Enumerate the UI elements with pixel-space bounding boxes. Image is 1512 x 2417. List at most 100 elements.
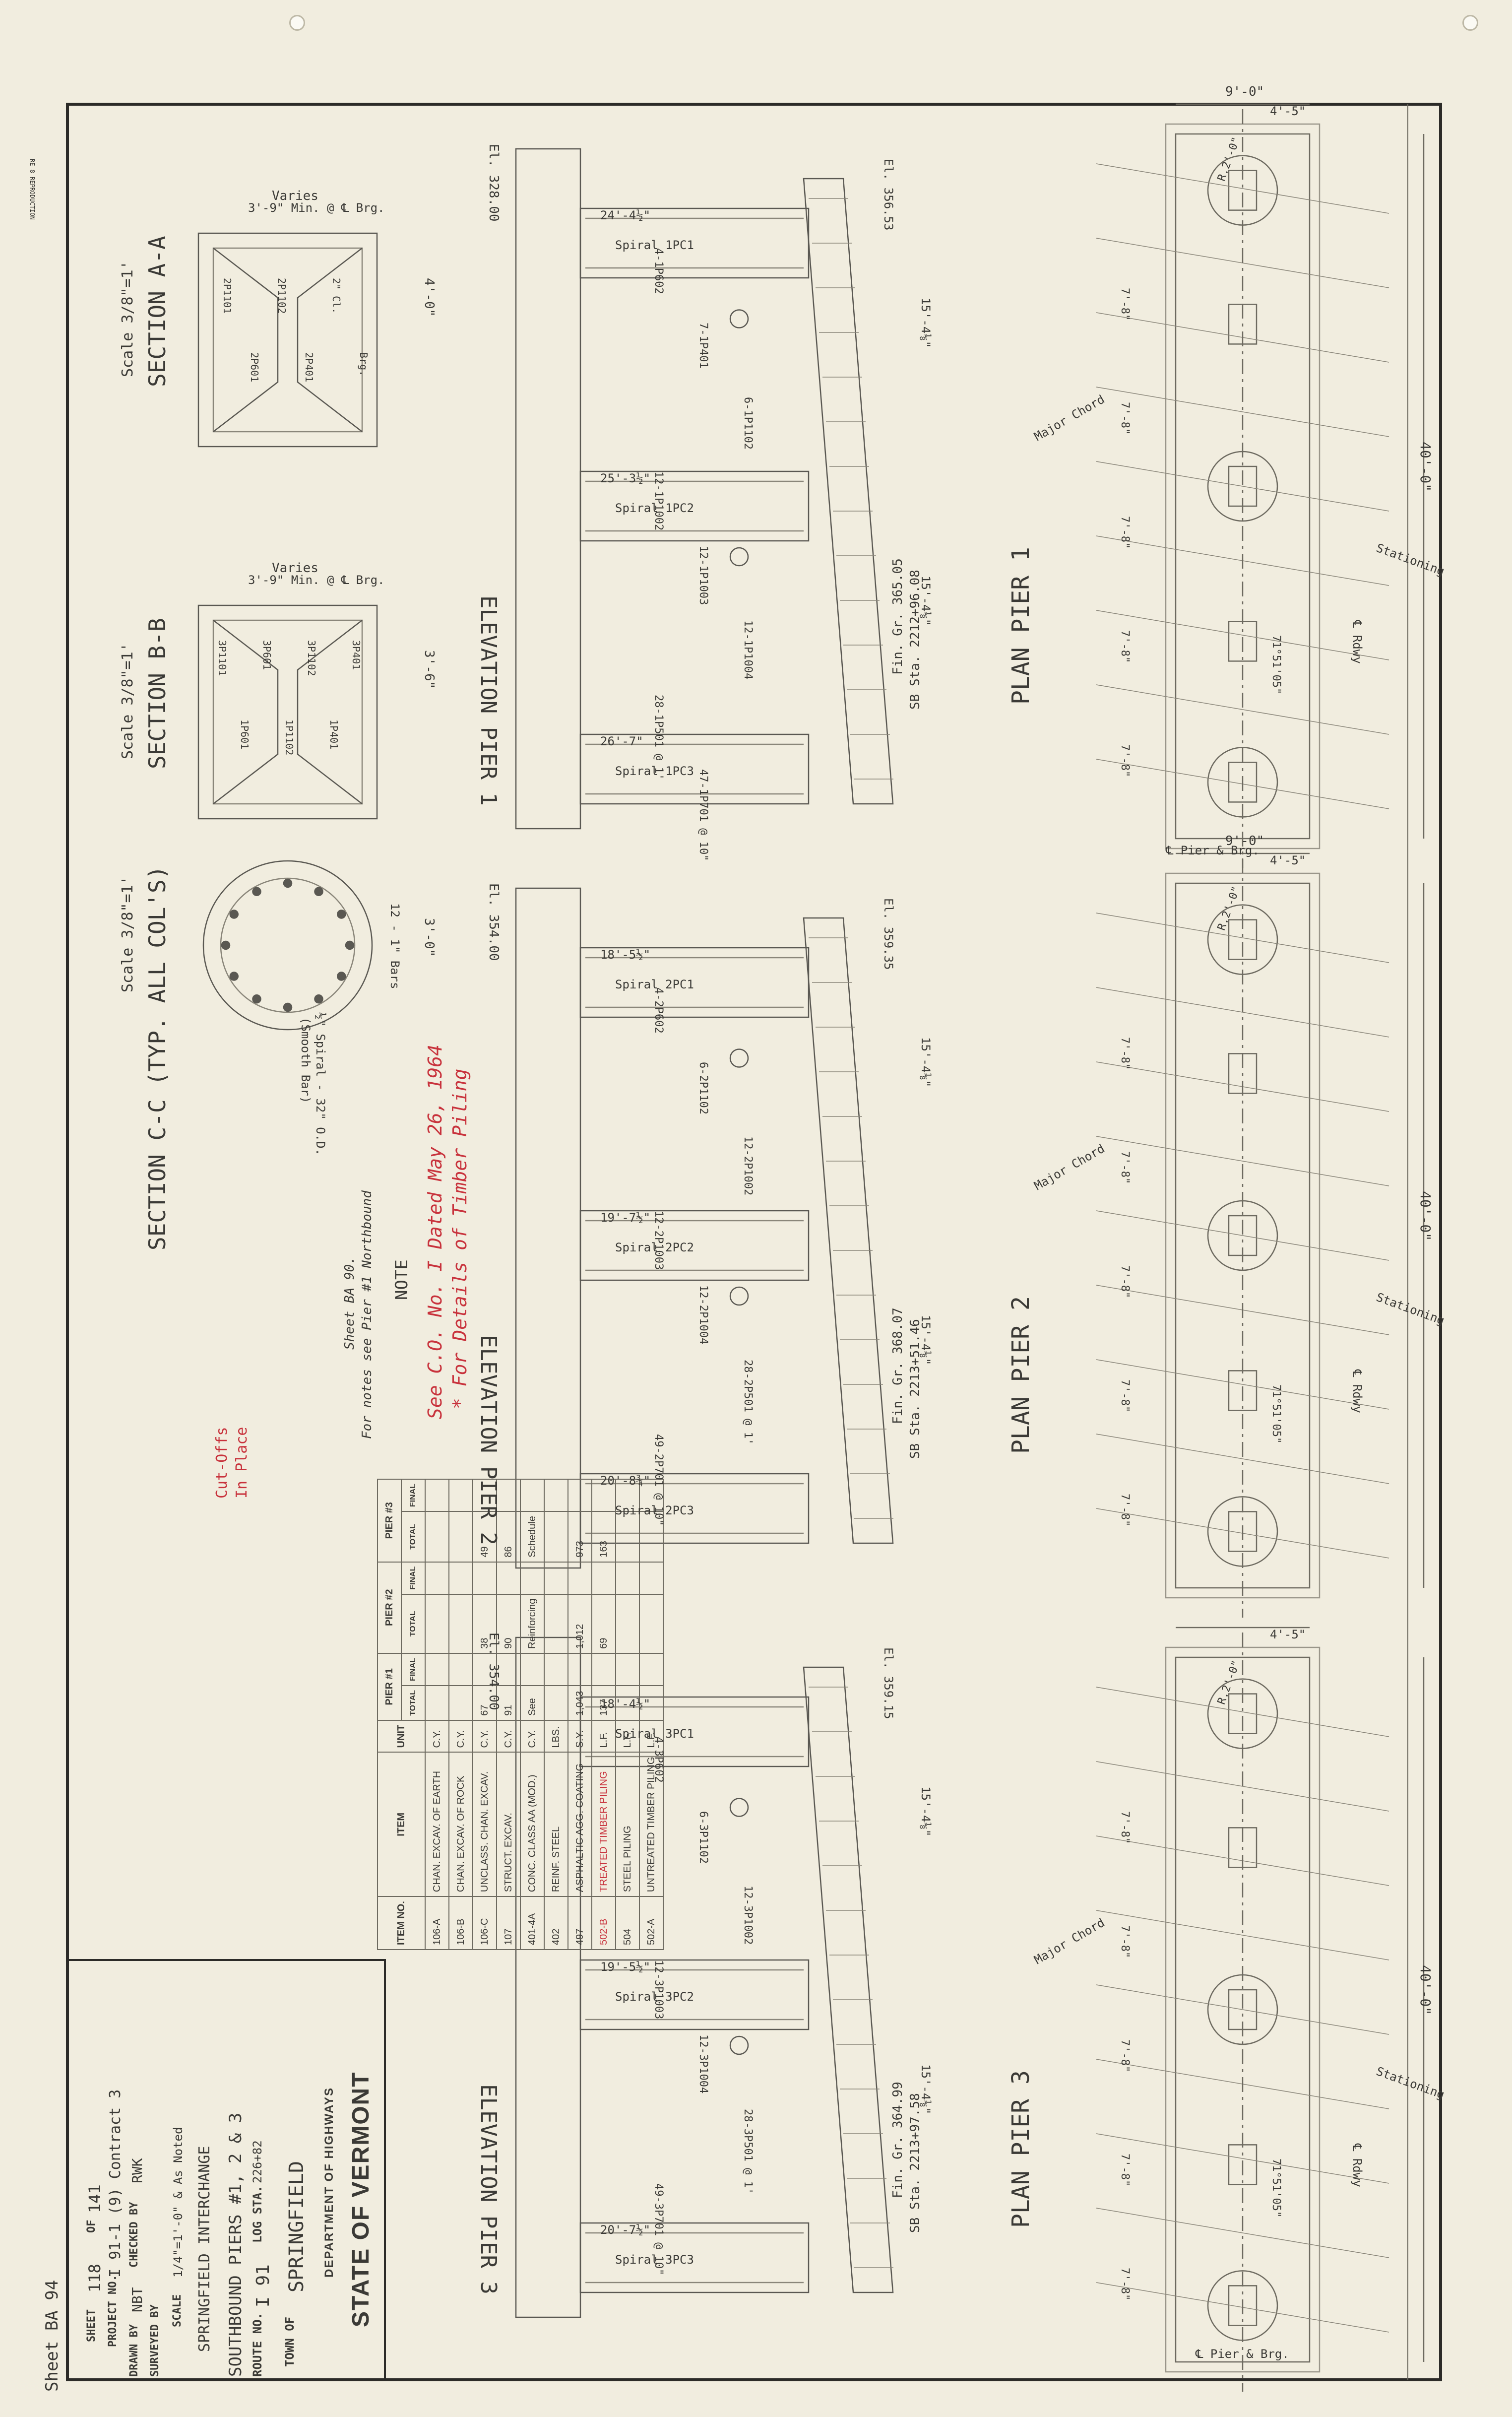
plan-pier-2 [1096, 852, 1425, 1618]
plan-finish-grade: Fin. Gr. 364.99 [890, 2082, 905, 2198]
rebar-label: 12-2P1002 [742, 1136, 754, 1196]
skew-line [1096, 1434, 1389, 1484]
punch-hole [1462, 15, 1478, 31]
rebar-label: 49-2P701 @ 10" [652, 1434, 665, 1526]
pile-spacing-label: 7'-8" [1119, 1925, 1131, 1959]
plan-half-width-dim: 4'-5" [1270, 1628, 1306, 1641]
note-line-2: Sheet BA 90. [342, 1256, 357, 1350]
rebar-label: 12-1P1002 [652, 471, 665, 531]
plan-length-dim: 40'-0" [1417, 442, 1434, 492]
column-length-dim: 18'-4½" [600, 1697, 651, 1711]
sheet-number: 118 [85, 2264, 104, 2292]
log-sta-label: LOG STA. [251, 2185, 264, 2243]
rebar-label: 6-3P1102 [697, 1811, 709, 1864]
section-bb-bar-label: 1P601 [239, 719, 251, 750]
elevation-title: ELEVATION PIER 1 [476, 595, 501, 806]
section-aa-tie [213, 248, 279, 432]
spiral-label: Spiral 2PC2 [615, 1241, 694, 1254]
section-aa-width: 4'-0" [422, 278, 437, 317]
description-line-2: SPRINGFIELD INTERCHANGE [196, 2146, 213, 2352]
project-label: PROJECT NO. [107, 2275, 119, 2347]
pile-spacing-label: 7'-8" [1119, 1494, 1131, 1527]
plan-length-dim: 40'-0" [1417, 1965, 1434, 2016]
elevation-top: El. 359.15 [882, 1647, 895, 1719]
column [579, 2222, 810, 2293]
elevation-bottom: El. 328.00 [486, 144, 501, 222]
section-bb-bar-label: 3P601 [261, 640, 273, 670]
pier-bearing-label: ℄ Pier & Brg. [1196, 2347, 1289, 2361]
rebar-label: 6-2P1102 [697, 1062, 709, 1114]
skew-line [1096, 163, 1389, 214]
section-marker [729, 2035, 749, 2055]
rebar-label: 4-1P602 [652, 248, 665, 294]
pile-spacing-label: 7'-8" [1119, 402, 1131, 435]
pile-spacing-label: 7'-8" [1119, 1379, 1131, 1413]
roadway-centerline-label: ℄ Rdwy [1350, 1370, 1364, 1413]
rebar-label: 7-1P401 [697, 323, 709, 369]
note-title: NOTE [392, 1259, 412, 1300]
section-aa-bar-label: 2P1102 [276, 278, 288, 314]
section-aa-varies: Varies [272, 189, 318, 203]
section-marker [729, 1048, 749, 1068]
surveyed-label: SURVEYED BY [149, 2304, 161, 2377]
spiral-label: Spiral 1PC3 [615, 764, 694, 778]
section-cc-smooth: (Smooth Bar) [299, 1017, 313, 1104]
plan-title: PLAN PIER 1 [1007, 547, 1035, 705]
section-bb-tie [213, 620, 279, 804]
skew-line [1096, 2133, 1389, 2184]
elevation-pier-3 [515, 1636, 894, 2318]
elevation-bottom: El. 354.00 [486, 883, 501, 961]
table-subheader: TOTAL [401, 1511, 425, 1562]
plan-finish-grade: Fin. Gr. 368.07 [890, 1307, 905, 1424]
section-aa-bar-label: 2P1101 [221, 278, 233, 314]
section-marker [729, 1798, 749, 1817]
rebar-label: 28-3P501 @ 1' [742, 2109, 754, 2195]
section-marker [729, 547, 749, 567]
section-cc-diameter: 3'-0" [422, 918, 437, 957]
column-length-dim: 19'-5½" [600, 1960, 651, 1974]
plan-length-dim: 40'-0" [1417, 1191, 1434, 1241]
section-aa-bar-label: 2P401 [303, 352, 315, 383]
drawn-label: DRAWN BY [128, 2324, 140, 2377]
section-bb-bar-label: 1P1102 [283, 719, 295, 756]
spiral-label: Spiral 2PC3 [615, 1503, 694, 1517]
section-cc-bar [252, 994, 261, 1004]
column-length-dim: 20'-7½" [600, 2223, 651, 2237]
reproduction-stamp: RE 8 REPRODUCTION [29, 159, 36, 220]
table-header: ITEM [378, 1752, 425, 1897]
section-bb-scale: Scale 3/8"=1' [119, 643, 136, 759]
scale-value: 1/4"=1'-0" & As Noted [171, 2127, 185, 2278]
rebar-label: 4-2P602 [652, 987, 665, 1034]
section-bb-bar-label: 3P1101 [216, 640, 228, 676]
section-bb-title: SECTION B-B [144, 618, 171, 769]
rebar-label: 47-1P701 @ 10" [697, 769, 709, 861]
pile-spacing-label: 7'-8" [1119, 744, 1131, 778]
section-cc-title: SECTION C-C (TYP. ALL COL'S) [144, 865, 171, 1250]
spiral-label: Spiral 3PC2 [615, 1990, 694, 2004]
skew-line [1096, 913, 1389, 963]
skew-angle-label: 71°51'05" [1270, 635, 1282, 695]
town-value: SPRINGFIELD [285, 2161, 308, 2292]
pier-bearing-label: ℄ Pier & Brg. [1166, 844, 1260, 857]
section-aa-outline [197, 232, 378, 448]
pile-spacing-label: 7'-8" [1119, 1151, 1131, 1184]
section-bb-outline [197, 604, 378, 820]
table-subheader: FINAL [401, 1479, 425, 1512]
section-cc-bars: 12 - 1" Bars [388, 903, 402, 989]
section-cc-spiral: ½" Spiral - 32" O.D. [314, 1012, 327, 1156]
elevation-title: ELEVATION PIER 2 [476, 1335, 501, 1545]
elevation-top: El. 359.35 [882, 898, 895, 970]
plan-pier-3 [1096, 1627, 1425, 2392]
section-cc-scale: Scale 3/8"=1' [119, 876, 136, 992]
table-subheader: FINAL [401, 1562, 425, 1594]
sheet-label: SHEET [85, 2309, 98, 2342]
scale-label: SCALE [171, 2294, 184, 2327]
spiral-label: Spiral 3PC1 [615, 1727, 694, 1741]
rebar-label: 12-1P1003 [697, 546, 709, 605]
skew-angle-label: 71°51'05" [1270, 2158, 1282, 2218]
table-header: PIER #2 [378, 1562, 401, 1653]
column [579, 470, 810, 542]
